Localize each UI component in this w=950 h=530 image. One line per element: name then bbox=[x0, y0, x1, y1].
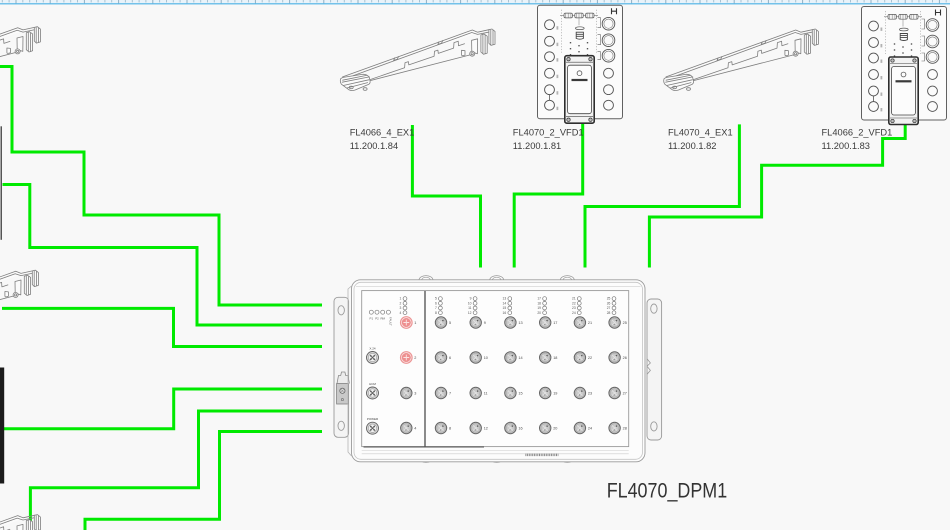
svg-text:11.200.1.83: 11.200.1.83 bbox=[822, 141, 870, 151]
svg-text:17: 17 bbox=[537, 297, 541, 301]
svg-text:16: 16 bbox=[518, 426, 522, 430]
svg-text:2: 2 bbox=[399, 301, 401, 305]
svg-text:FL4070_2_VFD1: FL4070_2_VFD1 bbox=[513, 127, 584, 137]
svg-text:5: 5 bbox=[435, 297, 437, 301]
svg-text:HCM: HCM bbox=[369, 382, 376, 386]
svg-text:5: 5 bbox=[449, 321, 451, 325]
svg-text:27: 27 bbox=[607, 306, 611, 310]
svg-text:7: 7 bbox=[449, 391, 451, 395]
svg-text:11.200.1.84: 11.200.1.84 bbox=[350, 141, 398, 151]
svg-text:17: 17 bbox=[553, 321, 557, 325]
svg-text:FL4070_DPM1: FL4070_DPM1 bbox=[607, 478, 728, 502]
svg-text:4: 4 bbox=[414, 426, 416, 430]
svg-text:23: 23 bbox=[588, 391, 592, 395]
svg-text:FL4066_4_EX1: FL4066_4_EX1 bbox=[350, 127, 415, 137]
svg-text:FL4070_4_EX1: FL4070_4_EX1 bbox=[668, 127, 733, 137]
svg-text:11.200.1.82: 11.200.1.82 bbox=[668, 141, 716, 151]
svg-text:7: 7 bbox=[435, 306, 437, 310]
svg-text:18: 18 bbox=[553, 356, 557, 360]
svg-text:22: 22 bbox=[572, 301, 576, 305]
svg-text:9: 9 bbox=[470, 297, 472, 301]
svg-text:FAULT: FAULT bbox=[389, 317, 393, 326]
svg-text:8: 8 bbox=[449, 426, 451, 430]
svg-text:2: 2 bbox=[414, 356, 416, 360]
svg-text:15: 15 bbox=[518, 391, 522, 395]
svg-text:3: 3 bbox=[414, 391, 416, 395]
svg-text:6: 6 bbox=[435, 301, 437, 305]
svg-text:9: 9 bbox=[484, 321, 486, 325]
svg-text:25: 25 bbox=[607, 297, 611, 301]
svg-text:20: 20 bbox=[553, 426, 557, 430]
svg-text:19: 19 bbox=[537, 306, 541, 310]
svg-text:20: 20 bbox=[537, 311, 541, 315]
svg-text:26: 26 bbox=[623, 356, 627, 360]
svg-text:10: 10 bbox=[468, 301, 472, 305]
svg-text:14: 14 bbox=[503, 301, 507, 305]
svg-text:21: 21 bbox=[588, 321, 592, 325]
svg-text:11: 11 bbox=[484, 391, 488, 395]
svg-text:RM: RM bbox=[380, 317, 385, 321]
svg-text:8: 8 bbox=[435, 311, 437, 315]
svg-text:12: 12 bbox=[484, 426, 488, 430]
svg-text:21: 21 bbox=[572, 297, 576, 301]
svg-text:1: 1 bbox=[399, 297, 401, 301]
svg-text:23: 23 bbox=[572, 306, 576, 310]
svg-text:13: 13 bbox=[503, 297, 507, 301]
svg-text:3: 3 bbox=[399, 306, 401, 310]
svg-text:13: 13 bbox=[518, 321, 522, 325]
svg-text:24: 24 bbox=[572, 311, 576, 315]
svg-text:12: 12 bbox=[468, 311, 472, 315]
svg-text:X.24: X.24 bbox=[369, 346, 376, 350]
svg-text:11: 11 bbox=[468, 306, 472, 310]
svg-text:28: 28 bbox=[623, 426, 627, 430]
svg-text:FL4066_2_VFD1: FL4066_2_VFD1 bbox=[822, 127, 893, 137]
svg-text:16: 16 bbox=[503, 311, 507, 315]
svg-text:P1: P1 bbox=[370, 317, 374, 321]
svg-text:22: 22 bbox=[588, 356, 592, 360]
svg-text:28: 28 bbox=[607, 311, 611, 315]
svg-text:27: 27 bbox=[623, 391, 627, 395]
svg-text:POWER: POWER bbox=[367, 417, 379, 421]
svg-text:11.200.1.81: 11.200.1.81 bbox=[513, 141, 561, 151]
svg-text:26: 26 bbox=[607, 301, 611, 305]
svg-text:1: 1 bbox=[414, 321, 416, 325]
svg-text:25: 25 bbox=[623, 321, 627, 325]
svg-text:6: 6 bbox=[449, 356, 451, 360]
svg-text:15: 15 bbox=[503, 306, 507, 310]
svg-text:P2: P2 bbox=[375, 317, 379, 321]
svg-text:4: 4 bbox=[399, 311, 401, 315]
svg-text:14: 14 bbox=[518, 356, 522, 360]
svg-text:18: 18 bbox=[537, 301, 541, 305]
svg-text:10: 10 bbox=[484, 356, 488, 360]
svg-text:19: 19 bbox=[553, 391, 557, 395]
svg-text:24: 24 bbox=[588, 426, 592, 430]
